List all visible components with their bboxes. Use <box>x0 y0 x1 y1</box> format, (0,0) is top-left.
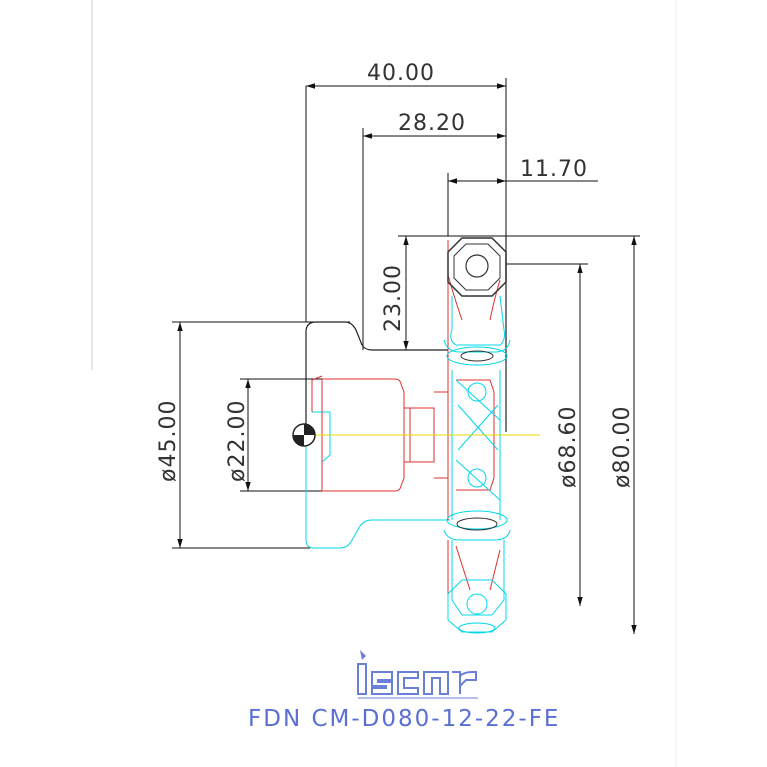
dim-text-68: ø68.60 <box>556 406 581 488</box>
dim-inner-diameter: ø68.60 <box>506 263 588 606</box>
dim-text-45: ø45.00 <box>156 400 181 482</box>
brand-logo: iscar <box>357 650 478 699</box>
insert-cyan <box>443 295 511 634</box>
part-number-label: FDN CM-D080-12-22-FE <box>248 706 560 732</box>
dim-hub-length: 28.20 <box>362 111 506 350</box>
hub-lower-outline <box>305 411 450 549</box>
dim-text-28: 28.20 <box>398 111 466 136</box>
dim-bore-diameter: ø22.00 <box>225 378 322 492</box>
dim-text-23: 23.00 <box>381 264 406 332</box>
dim-text-11: 11.70 <box>520 157 588 182</box>
dim-cutting-diameter: ø80.00 <box>610 236 637 634</box>
dim-text-80: ø80.00 <box>610 406 635 488</box>
dim-insert-width: 11.70 <box>447 157 598 236</box>
center-mark <box>292 423 540 447</box>
dim-hub-diameter: ø45.00 <box>156 321 350 549</box>
dim-text-22: ø22.00 <box>225 400 250 482</box>
dim-overall-length: 40.00 <box>305 61 507 322</box>
dim-text-40: 40.00 <box>367 61 435 86</box>
dim-radial-height: 23.00 <box>381 235 640 350</box>
insert-top <box>447 237 507 297</box>
